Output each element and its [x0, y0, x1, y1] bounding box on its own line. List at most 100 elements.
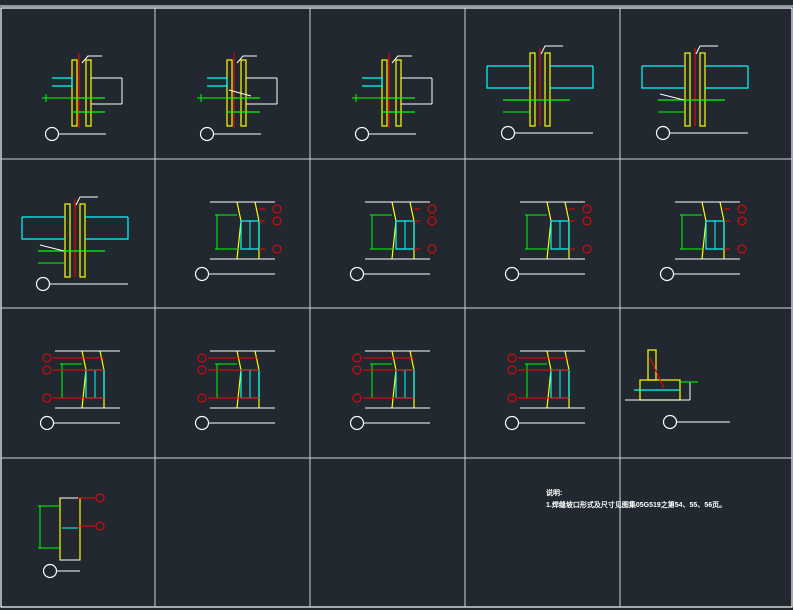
- weld-symbol: [737, 244, 747, 254]
- column-flange: [647, 349, 657, 381]
- column-flange: [226, 59, 233, 127]
- weld-symbol: [737, 216, 747, 226]
- weld-symbol: [427, 244, 437, 254]
- weld-symbol: [42, 353, 52, 363]
- column-flange: [381, 59, 388, 127]
- leader: [81, 55, 102, 64]
- weld-symbol: [352, 365, 362, 375]
- detail-tag-circle: [35, 276, 51, 292]
- column-flange: [64, 203, 71, 278]
- detail-16: [38, 493, 105, 579]
- detail-12: [194, 350, 275, 431]
- detail-tag-circle: [500, 125, 516, 141]
- detail-cells: [21, 45, 749, 579]
- weld-symbol: [197, 393, 207, 403]
- weld-line: [649, 357, 665, 389]
- haunch-line: [39, 244, 65, 252]
- column-flange: [684, 52, 691, 127]
- beam-outline-right: [705, 66, 749, 89]
- column-taper: [409, 350, 415, 408]
- column-taper: [236, 201, 242, 260]
- weld-symbol: [42, 365, 52, 375]
- weld-symbol: [42, 393, 52, 403]
- detail-tag-circle: [44, 126, 60, 142]
- detail-tag-circle: [655, 125, 671, 141]
- detail-tag-circle: [42, 563, 58, 579]
- haunch-line: [228, 89, 252, 97]
- beam-outline-right: [550, 66, 594, 89]
- column-taper: [236, 350, 242, 409]
- detail-10: [659, 201, 747, 282]
- weld-symbol: [197, 365, 207, 375]
- column-flange: [71, 59, 78, 127]
- detail-tag-circle: [194, 266, 210, 282]
- weld-symbol: [737, 204, 747, 214]
- detail-6: [21, 196, 129, 292]
- weld-symbol: [272, 216, 282, 226]
- column-flange: [699, 52, 706, 127]
- detail-tag-circle: [662, 414, 678, 430]
- weld-symbol: [582, 244, 592, 254]
- weld-symbol: [427, 204, 437, 214]
- weld-symbol: [352, 393, 362, 403]
- column-flange: [529, 52, 536, 127]
- column-flange: [79, 203, 86, 278]
- detail-9: [504, 201, 592, 282]
- weld-symbol: [272, 244, 282, 254]
- beam-flange: [362, 77, 383, 87]
- detail-tag-circle: [659, 266, 675, 282]
- detail-grid: [0, 5, 793, 608]
- detail-tag-circle: [194, 415, 210, 431]
- column-outline: [59, 497, 81, 561]
- haunch-line: [659, 93, 685, 101]
- column-taper: [391, 350, 397, 409]
- leader: [391, 55, 412, 64]
- detail-15: [625, 349, 730, 430]
- weld-symbol: [582, 216, 592, 226]
- column-flange: [395, 59, 402, 127]
- weld-symbol: [272, 204, 282, 214]
- detail-13: [349, 350, 430, 431]
- detail-1: [42, 53, 123, 142]
- detail-2: [197, 53, 278, 142]
- detail-tag-circle: [504, 415, 520, 431]
- beam-outline-left: [21, 217, 65, 240]
- detail-tag-circle: [39, 415, 55, 431]
- detail-14: [504, 350, 585, 431]
- column-flange: [85, 59, 92, 127]
- weld-symbol: [427, 216, 437, 226]
- column-taper: [409, 201, 415, 259]
- detail-5: [641, 45, 749, 141]
- leader: [540, 45, 563, 55]
- weld-symbol: [507, 353, 517, 363]
- weld-symbol: [95, 493, 105, 503]
- weld-symbol: [582, 204, 592, 214]
- notes-title: 说明:: [546, 490, 563, 497]
- weld-symbol: [507, 365, 517, 375]
- column-taper: [391, 201, 397, 260]
- weld-symbol: [352, 353, 362, 363]
- beam-outline-left: [486, 66, 530, 89]
- detail-tag-circle: [199, 126, 215, 142]
- notes-line-1: 1.焊缝坡口形式及尺寸见图集05G519之第54、55、56页。: [546, 502, 727, 509]
- column-flange: [544, 52, 551, 127]
- detail-7: [194, 201, 282, 282]
- detail-4: [486, 45, 594, 141]
- weld-symbol: [507, 393, 517, 403]
- detail-tag-circle: [349, 415, 365, 431]
- leader: [236, 55, 257, 64]
- detail-tag-circle: [354, 126, 370, 142]
- leader: [695, 45, 718, 55]
- column-taper: [254, 350, 260, 408]
- beam-flange: [52, 77, 73, 87]
- weld-symbol: [95, 521, 105, 531]
- detail-8: [349, 201, 437, 282]
- leader: [75, 196, 98, 206]
- column-taper: [254, 201, 260, 259]
- detail-tag-circle: [504, 266, 520, 282]
- weld-symbol: [197, 353, 207, 363]
- detail-11: [39, 350, 120, 431]
- detail-tag-circle: [349, 266, 365, 282]
- beam-outline-left: [641, 66, 685, 89]
